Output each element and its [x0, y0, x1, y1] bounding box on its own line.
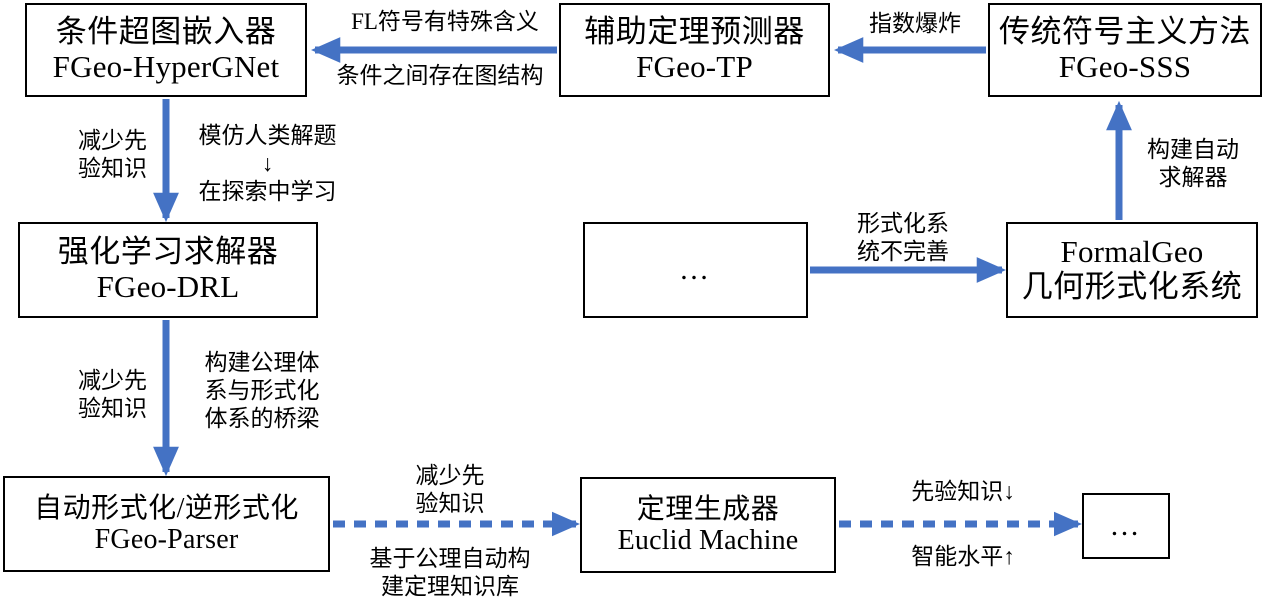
edge-label-euclid-to-end-top: 先验知识↓ [911, 479, 1015, 504]
node-euclid-machine[interactable]: 定理生成器 Euclid Machine [580, 477, 836, 573]
ellipsis-glyph: … [679, 253, 712, 286]
edge-label-tp-to-hypergnet-bottom: 条件之间存在图结构 [336, 63, 544, 88]
node-title-en: FGeo-SSS [1058, 49, 1192, 84]
edge-label-parser-to-euclid-bottom: 基于公理自动构 建定理知识库 [369, 546, 531, 600]
node-ellipsis-middle[interactable]: … [583, 222, 808, 318]
node-title-en: Euclid Machine [617, 525, 799, 556]
node-title-en: FGeo-Parser [94, 524, 239, 555]
node-title-cn: 自动形式化/逆形式化 [34, 492, 299, 524]
edge-label-ellipsis-to-formalgeo: 形式化系 统不完善 [857, 211, 949, 265]
node-title-en: FGeo-HyperGNet [52, 49, 280, 84]
node-title-cn: 辅助定理预测器 [584, 14, 805, 50]
edge-label-euclid-to-end-bottom: 智能水平↑ [911, 544, 1015, 569]
node-fgeo-drl[interactable]: 强化学习求解器 FGeo-DRL [18, 222, 318, 318]
edge-label-drl-to-parser-right: 构建公理体 系与形式化 体系的桥梁 [204, 350, 320, 432]
node-title-en: FGeo-DRL [96, 269, 240, 304]
edge-label-drl-to-parser-left: 减少先 验知识 [78, 368, 147, 422]
edge-label-hypergnet-to-drl-left: 减少先 验知识 [78, 128, 147, 182]
node-title-cn: 几何形式化系统 [1021, 269, 1243, 304]
node-ellipsis-end[interactable]: … [1082, 493, 1170, 559]
node-title-cn: 强化学习求解器 [57, 234, 279, 270]
ellipsis-glyph: … [1109, 509, 1143, 542]
edge-label-hypergnet-to-drl-right: 模仿人类解题 ↓ 在探索中学习 [198, 123, 337, 205]
node-fgeo-parser[interactable]: 自动形式化/逆形式化 FGeo-Parser [3, 476, 330, 572]
node-title-cn: 条件超图嵌入器 [55, 14, 277, 50]
node-fgeo-hypergnet[interactable]: 条件超图嵌入器 FGeo-HyperGNet [25, 3, 307, 97]
edge-label-sss-to-tp: 指数爆炸 [869, 11, 961, 36]
node-title-en: FGeo-TP [636, 49, 753, 84]
node-fgeo-sss[interactable]: 传统符号主义方法 FGeo-SSS [988, 3, 1262, 97]
node-formalgeo[interactable]: FormalGeo 几何形式化系统 [1006, 222, 1258, 318]
edge-label-formalgeo-to-sss: 构建自动 求解器 [1147, 137, 1239, 191]
edge-label-tp-to-hypergnet-top: FL符号有特殊含义 [351, 9, 539, 34]
node-title-en: FormalGeo [1060, 234, 1204, 270]
edge-label-parser-to-euclid-top: 减少先 验知识 [415, 463, 485, 517]
node-title-cn: 定理生成器 [636, 493, 780, 525]
node-title-cn: 传统符号主义方法 [999, 14, 1251, 50]
node-fgeo-tp[interactable]: 辅助定理预测器 FGeo-TP [559, 3, 830, 97]
